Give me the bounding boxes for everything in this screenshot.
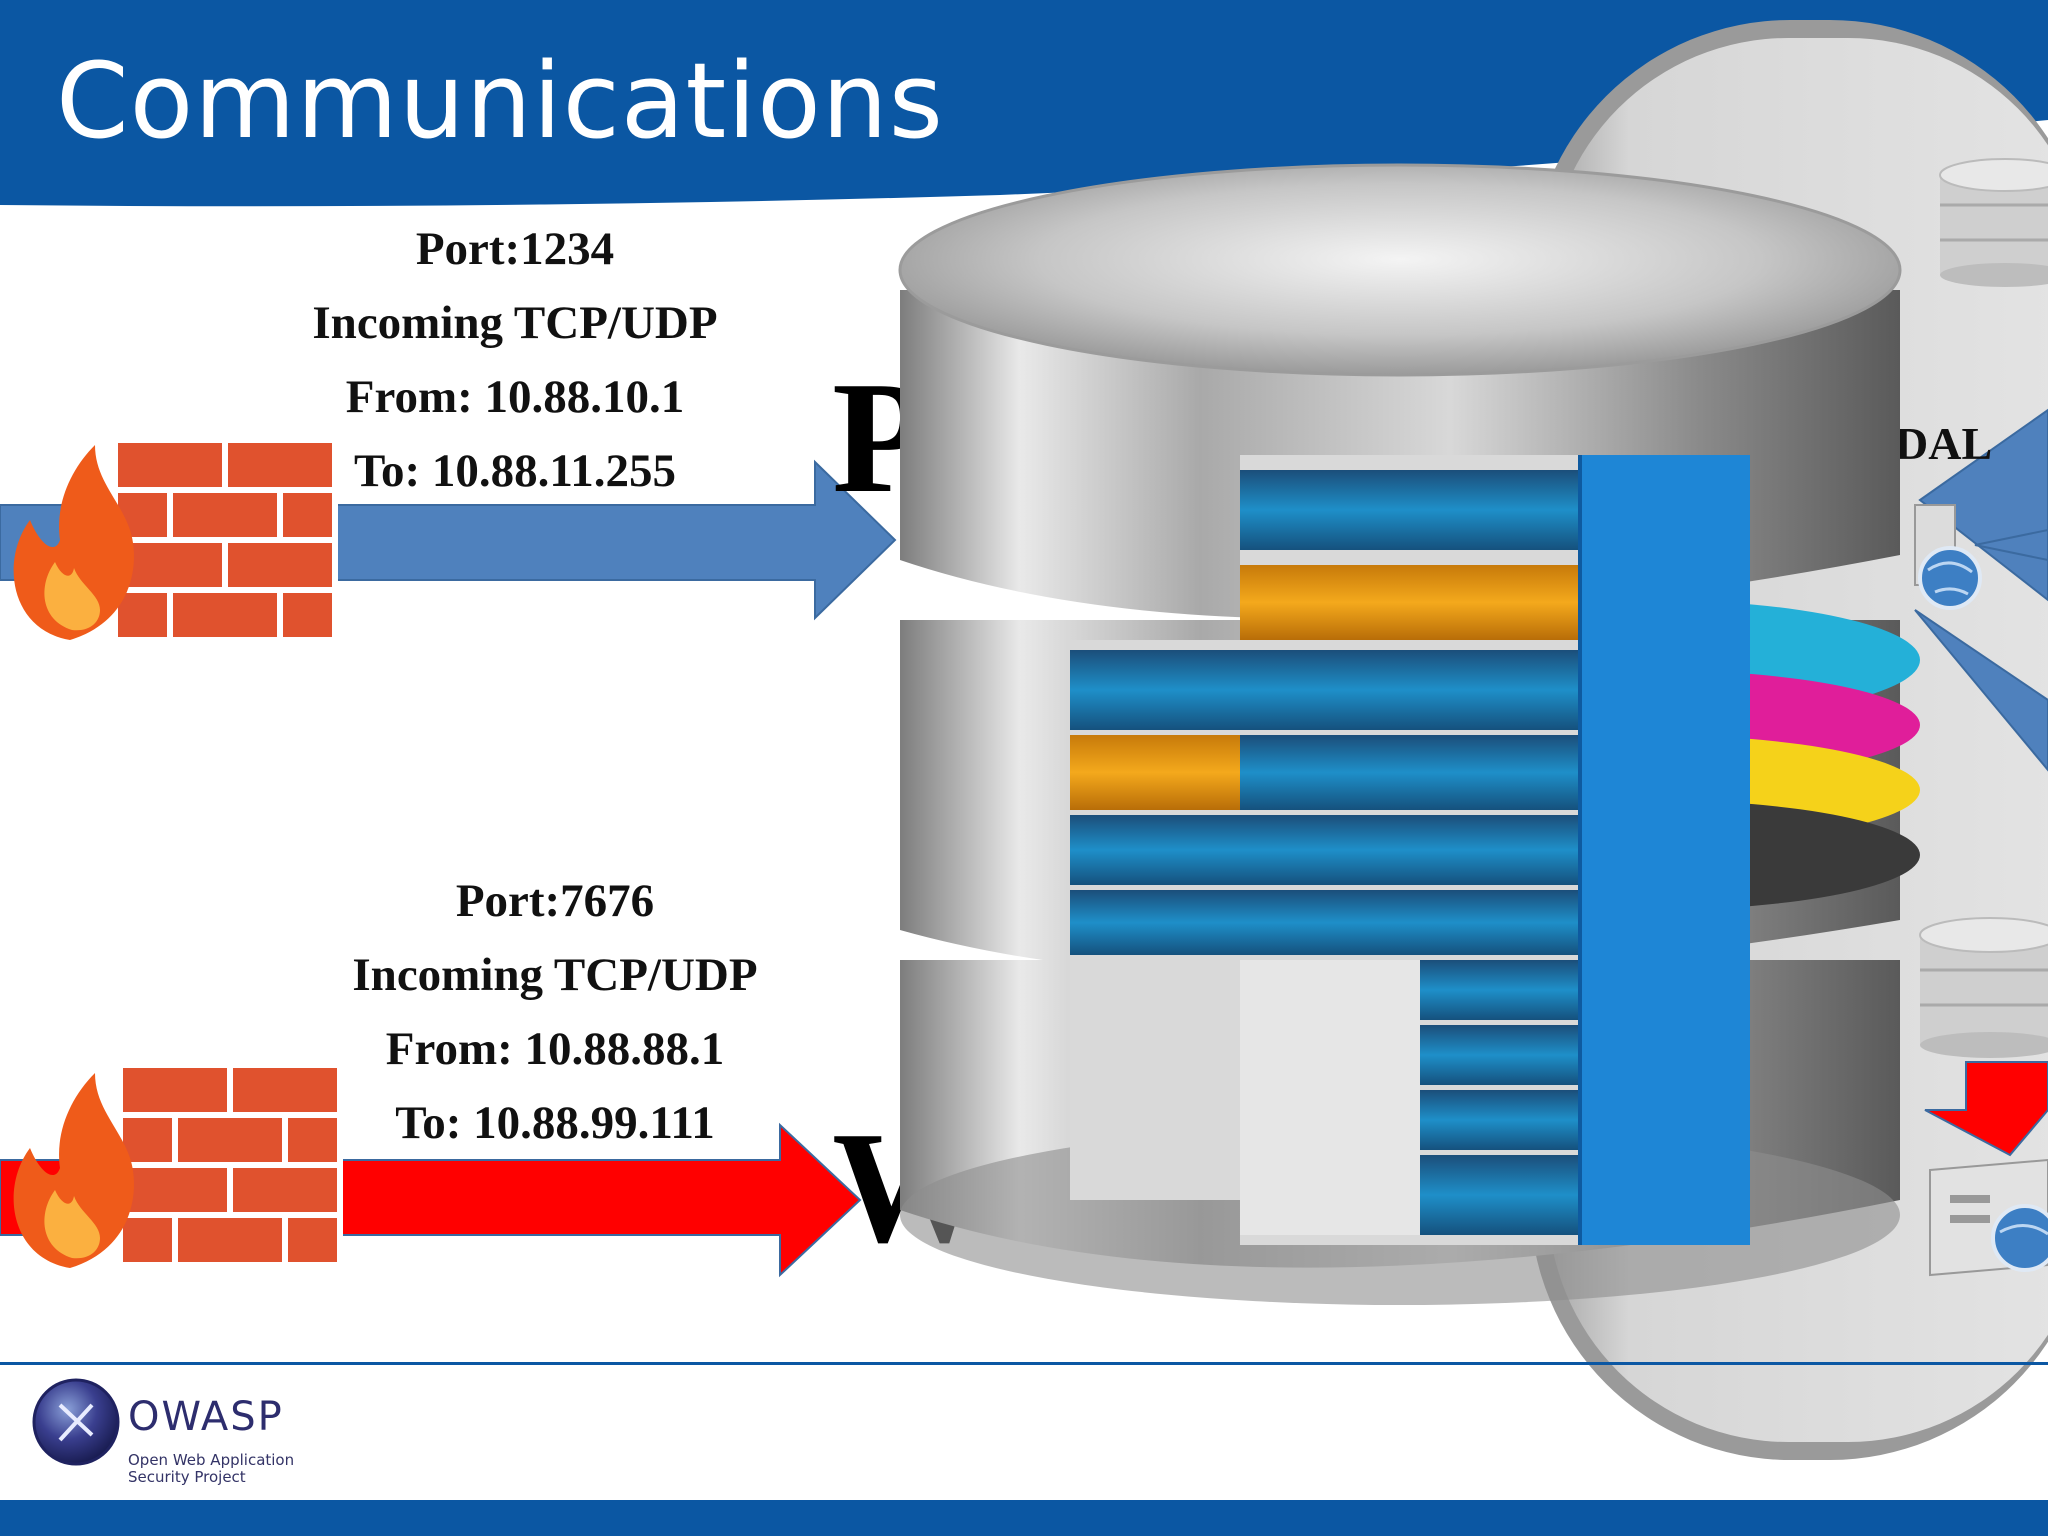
- right-down-arrow: [1924, 1061, 2048, 1157]
- right-arrow-bottom: [1914, 609, 2048, 772]
- owasp-tagline-line2: Security Project: [128, 1468, 246, 1486]
- owasp-tagline: Open Web Application Security Project: [128, 1452, 328, 1486]
- lower-flow-to: To: 10.88.99.111: [395, 1097, 715, 1149]
- header-band: [0, 0, 2048, 207]
- dal-partial-label: DAL: [1895, 418, 1993, 469]
- database-cutout: [1070, 455, 1750, 1245]
- upper-flow-label: Port:1234 Incoming TCP/UDP From: 10.88.1…: [290, 212, 740, 508]
- owasp-wordmark: OWASP: [128, 1394, 284, 1440]
- right-arrow-middle: [1974, 528, 2048, 562]
- footer-band: [0, 1500, 2048, 1536]
- owasp-tagline-line1: Open Web Application: [128, 1451, 295, 1469]
- footer-line: [0, 1362, 2048, 1365]
- lower-flow-label: Port:7676 Incoming TCP/UDP From: 10.88.8…: [330, 864, 780, 1160]
- slide-title: Communications: [56, 40, 944, 162]
- upper-flow-to: To: 10.88.11.255: [353, 445, 677, 497]
- lower-flow-port: Port:7676: [455, 875, 655, 927]
- lower-flow-from: From: 10.88.88.1: [385, 1023, 725, 1075]
- lower-flow-protocol: Incoming TCP/UDP: [352, 949, 758, 1001]
- upper-flow-protocol: Incoming TCP/UDP: [312, 297, 718, 349]
- upper-flow-port: Port:1234: [415, 223, 615, 275]
- upper-flow-from: From: 10.88.10.1: [345, 371, 685, 423]
